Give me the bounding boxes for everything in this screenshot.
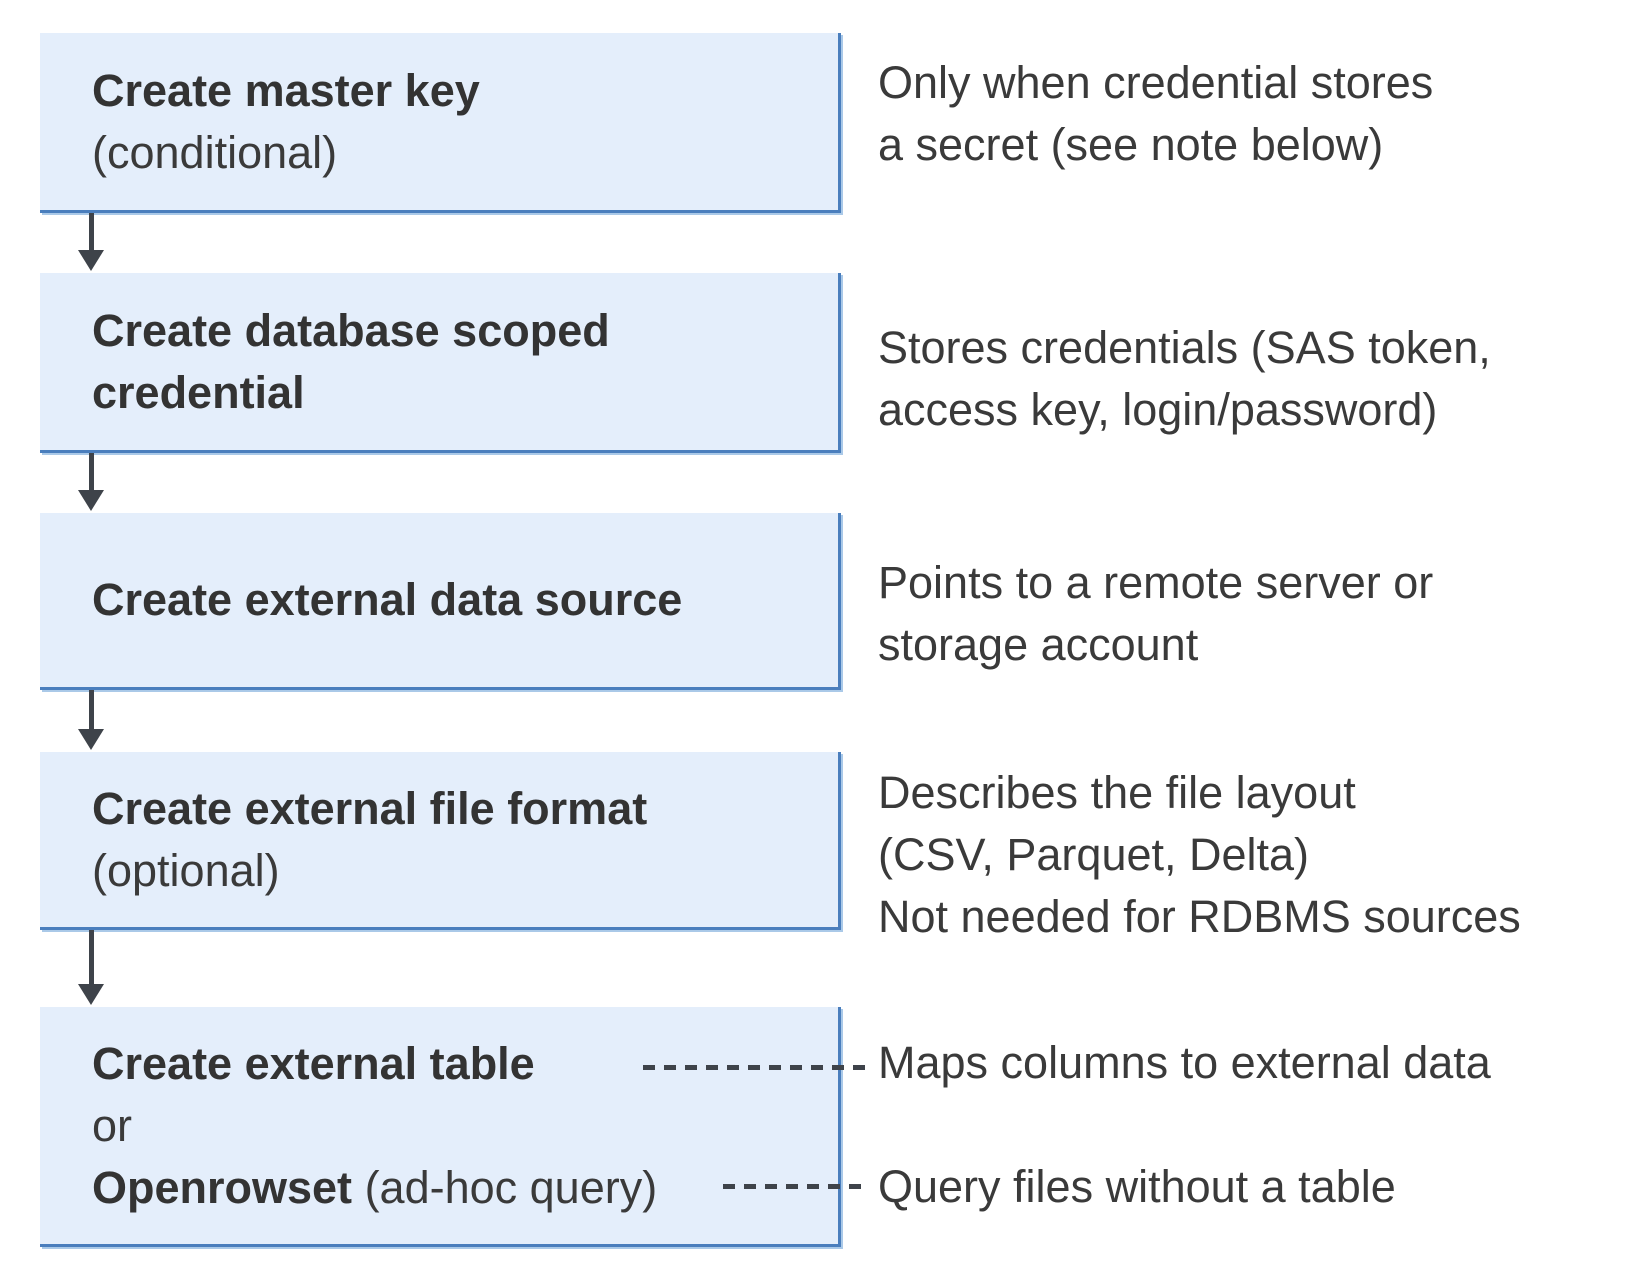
annotation-external-data-source: Points to a remote server or storage acc… <box>878 552 1630 676</box>
arrow-shaft <box>88 213 94 250</box>
step-box-create-database-scoped-credential: Create database scoped credential <box>40 273 841 453</box>
down-arrow-icon <box>78 453 104 511</box>
step-title: Create master key <box>92 64 480 116</box>
step-title: Create external table <box>92 1037 535 1089</box>
annotation-master-key: Only when credential stores a secret (se… <box>878 52 1630 176</box>
down-arrow-icon <box>78 930 104 1005</box>
dashed-connector-openrowset <box>723 1184 868 1189</box>
annotation-line: (CSV, Parquet, Delta) <box>878 829 1310 880</box>
annotation-openrowset: Query files without a table <box>878 1156 1630 1218</box>
step-title: Create external file format <box>92 782 648 834</box>
arrow-shaft <box>88 453 94 490</box>
annotation-line: access key, login/password) <box>878 384 1438 435</box>
step-conjunction: or <box>92 1099 133 1151</box>
step-alt-title: Openrowset <box>92 1161 353 1213</box>
annotation-line: storage account <box>878 619 1199 670</box>
annotation-line: Only when credential stores <box>878 57 1434 108</box>
step-title: Create database scoped credential <box>92 304 610 418</box>
annotation-line: Query files without a table <box>878 1161 1396 1212</box>
step-box-create-external-table-or-openrowset: Create external table or Openrowset (ad-… <box>40 1007 841 1247</box>
step-alt-line: Openrowset (ad-hoc query) <box>92 1157 808 1219</box>
annotation-line: Maps columns to external data <box>878 1037 1491 1088</box>
arrow-head <box>78 490 104 511</box>
arrow-head <box>78 250 104 271</box>
annotation-line: Points to a remote server or <box>878 557 1434 608</box>
step-subtitle: (conditional) <box>92 126 338 178</box>
annotation-line: Describes the file layout <box>878 767 1356 818</box>
down-arrow-icon <box>78 213 104 271</box>
dashed-connector-external-table <box>643 1065 868 1070</box>
annotation-external-table: Maps columns to external data <box>878 1032 1630 1094</box>
arrow-head <box>78 984 104 1005</box>
step-box-create-external-file-format: Create external file format (optional) <box>40 752 841 930</box>
annotation-database-scoped-credential: Stores credentials (SAS token, access ke… <box>878 317 1630 441</box>
step-alt-suffix: (ad-hoc query) <box>364 1161 658 1213</box>
arrow-shaft <box>88 930 94 984</box>
arrow-head <box>78 729 104 750</box>
annotation-external-file-format: Describes the file layout (CSV, Parquet,… <box>878 762 1630 948</box>
step-box-create-master-key: Create master key (conditional) <box>40 33 841 213</box>
step-subtitle: (optional) <box>92 844 280 896</box>
annotation-line: a secret (see note below) <box>878 119 1384 170</box>
annotation-line: Stores credentials (SAS token, <box>878 322 1491 373</box>
arrow-shaft <box>88 690 94 729</box>
annotation-line: Not needed for RDBMS sources <box>878 891 1521 942</box>
step-box-create-external-data-source: Create external data source <box>40 513 841 690</box>
down-arrow-icon <box>78 690 104 750</box>
step-title: Create external data source <box>92 574 683 625</box>
